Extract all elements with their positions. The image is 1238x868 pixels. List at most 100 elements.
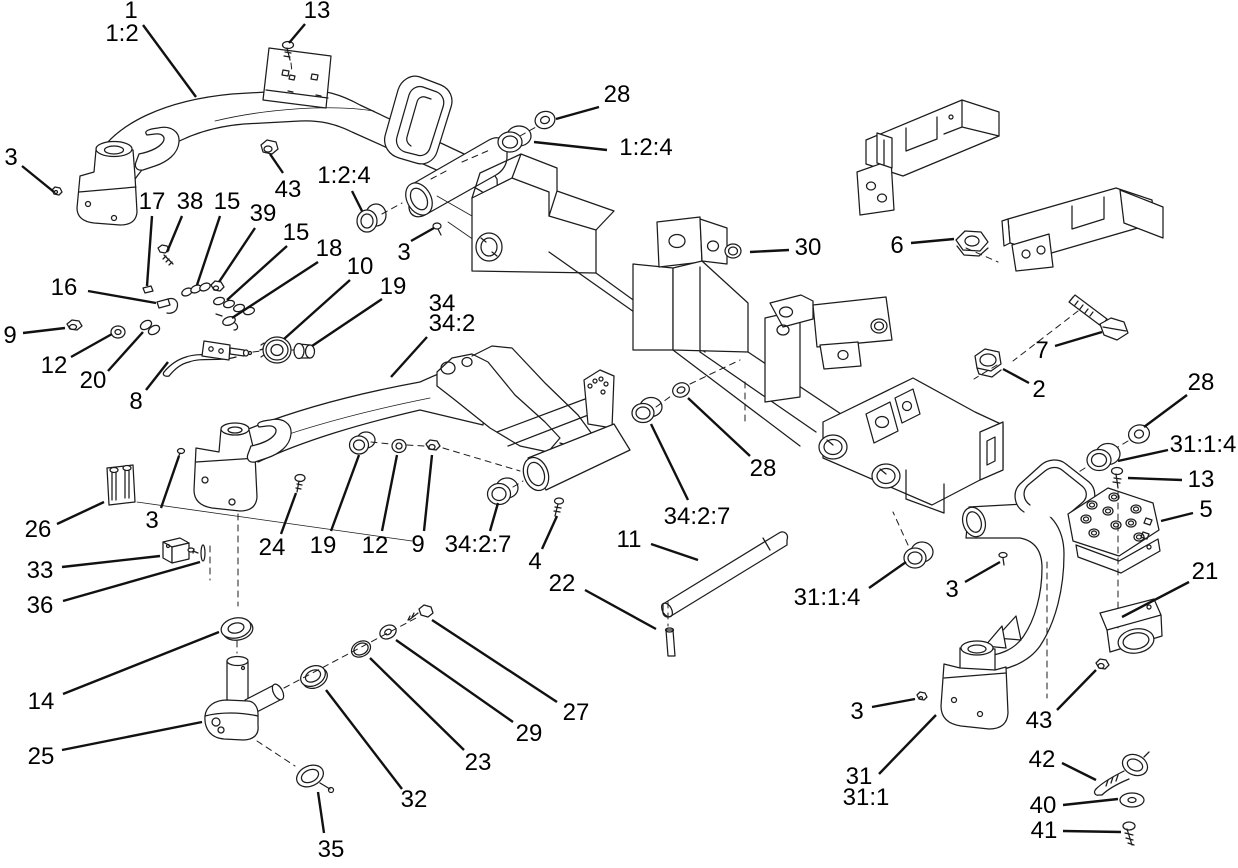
leader-line-24 [279,492,298,535]
leader-line-35 [316,791,326,834]
callout-39-label-24: 24 [258,534,286,561]
leader-line-31:1 [878,714,937,775]
callout-23-label-18: 18 [315,235,343,262]
leader-line-38 [165,215,184,253]
support-bracket-21 [1099,598,1163,654]
leader-line-12 [380,454,399,532]
callout-61-label-40: 40 [1029,792,1057,819]
caster-boss-31 [940,625,1009,730]
callout-16-label-5: 5 [1199,496,1213,523]
leader-line-17 [145,215,154,287]
callout-4-label-28: 28 [603,81,631,108]
callout-13-label-28: 28 [1187,369,1215,396]
callout-34-label-3: 3 [145,507,159,534]
carrier-frame-30 [436,153,851,447]
callout-21-label-39: 39 [249,200,277,227]
callout-19-label-38: 38 [176,188,204,215]
callout-8-label-3: 3 [397,239,411,266]
washer-28-mid [672,382,690,398]
callout-48-label-28: 28 [749,455,777,482]
callout-32-label-34:2: 34:2 [428,310,476,337]
callout-15-label-13: 13 [1187,466,1215,493]
mount-plate-with-screw-13 [262,40,332,109]
leader-line-4 [540,515,559,550]
leader-line-34:2 [390,336,428,378]
callout-31-label-34: 34 [428,290,456,317]
channel-bracket-lower [1001,187,1164,272]
stop-block-33 [162,537,190,564]
callout-6-label-1:2:4: 1:2:4 [317,162,371,189]
callout-52-label-29: 29 [515,720,543,747]
callout-20-label-15: 15 [213,188,241,215]
callout-14-label-31:1:4: 31:1:4 [1169,431,1237,458]
bolt-24 [294,473,306,493]
leader-line-3 [871,697,916,709]
leader-line-34:2:7 [649,423,690,501]
callout-28-label-12: 12 [40,352,68,379]
callout-0-label-1: 1 [124,0,138,24]
leader-line-11 [650,542,699,562]
cable-8 [162,340,298,377]
washer-40 [1119,792,1145,808]
lower-control-arm-weldment-34 [193,345,631,512]
callout-54-label-32: 32 [400,786,428,813]
screw-13-right [1110,466,1124,629]
callout-30-label-8: 8 [129,388,143,415]
callout-60-label-42: 42 [1028,746,1056,773]
leader-line-18 [231,260,319,320]
leader-line-2 [1002,367,1030,385]
leader-line-31:1:4 [868,561,907,589]
leader-line-28 [1143,394,1188,428]
leader-line-15 [226,245,288,301]
callout-45-label-22: 22 [548,570,576,597]
guard-strap-31 [1014,459,1096,522]
cap-19-small [293,342,316,360]
leader-line-33 [61,554,161,569]
callout-29-label-20: 20 [79,367,107,394]
leader-line-43 [1056,669,1097,711]
leader-line-8 [145,361,169,391]
bolt-27 [407,604,434,621]
leader-line-14 [62,630,220,696]
leader-line-13 [288,23,306,44]
leader-line-36 [62,560,201,603]
leader-line-34:2:7 [488,502,500,532]
clip-26 [106,464,413,542]
callout-51-label-27: 27 [562,699,590,726]
callout-5-label-1:2:4: 1:2:4 [619,134,673,161]
channel-bracket-upper [856,99,1000,216]
callout-25-label-19: 19 [379,273,407,300]
screw-41 [1122,821,1136,846]
washer-14 [220,617,254,641]
leader-line-16 [87,289,157,305]
leader-line-30 [749,248,790,254]
callout-38-label-25: 25 [27,743,55,770]
callout-33-label-26: 26 [24,516,52,543]
chain-15-b [212,296,256,317]
callout-2-label-13: 13 [303,0,331,24]
nut-9-small [66,319,83,331]
callout-35-label-33: 33 [26,557,54,584]
callout-42-label-9: 9 [411,531,425,558]
callout-18-label-17: 17 [138,188,166,215]
leader-line-7 [1054,330,1103,348]
callout-22-label-15: 15 [282,219,310,246]
washer-12-small [110,325,126,339]
callout-57-label-31: 31 [845,763,873,790]
screw-3-top [432,222,442,236]
bolt-7 [1012,294,1129,362]
callout-3-label-3: 3 [4,144,18,171]
callout-55-label-35: 35 [317,836,345,863]
leader-line-22 [584,588,657,631]
bushing-34-2-7-right [631,396,663,424]
callout-1-label-1:2: 1:2 [105,20,139,47]
screw-4 [553,497,565,517]
leader-line-32 [325,689,403,790]
callout-17-label-21: 21 [1191,558,1219,585]
leader-line-3 [410,226,435,243]
callout-56-label-3: 3 [850,698,864,725]
knob-10 [259,336,292,364]
